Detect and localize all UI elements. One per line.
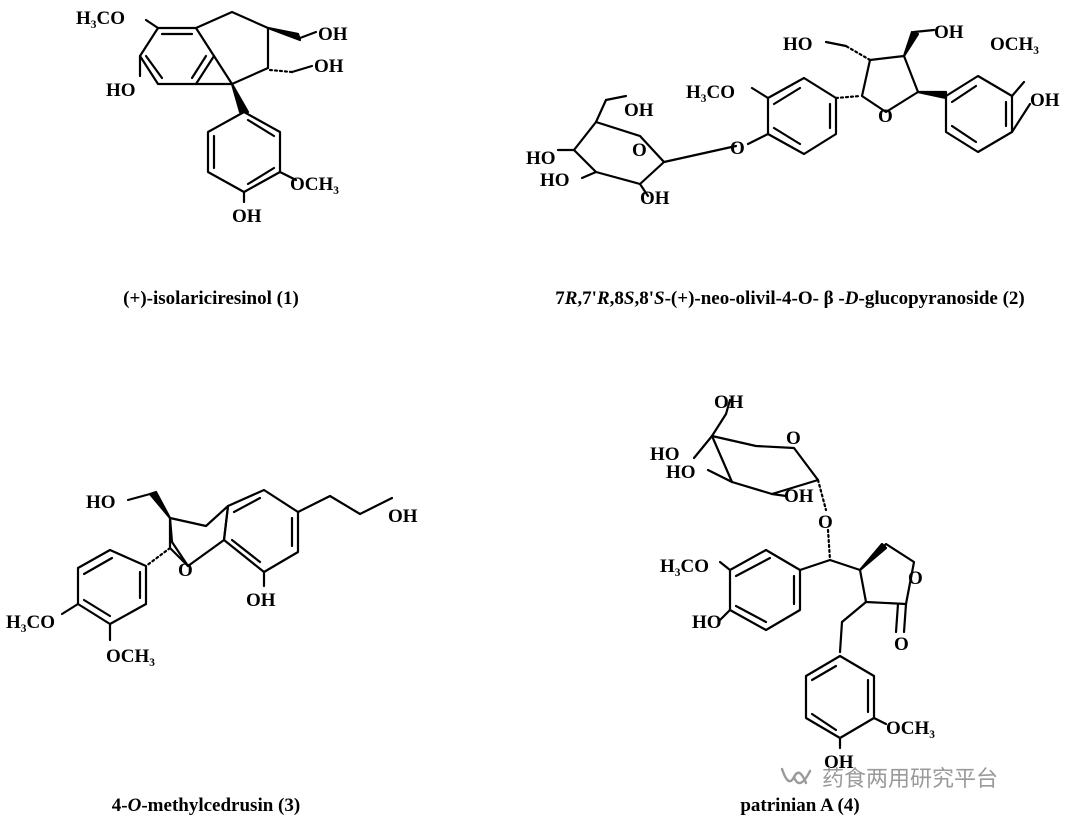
label-oh: OH	[232, 206, 262, 227]
label-ho: HO	[86, 492, 116, 513]
label-ho: HO	[650, 444, 680, 465]
watermark: 药食两用研究平台	[778, 762, 998, 792]
wechat-channel-icon	[780, 767, 812, 785]
label-o: O	[908, 568, 923, 589]
label-oh: OH	[784, 486, 814, 507]
label-oh: OH	[640, 188, 670, 209]
label-oh: OH	[714, 392, 744, 413]
label-oh: OH	[824, 752, 854, 773]
label-oh: OH	[246, 590, 276, 611]
label-o: O	[786, 428, 801, 449]
label-oh: OH	[314, 56, 344, 77]
label-h3co: H₃CO	[686, 82, 735, 103]
label-h3co: H₃CO	[76, 8, 125, 29]
label-o: O	[894, 634, 909, 655]
structure-compound-2	[556, 28, 1032, 198]
label-ho: HO	[692, 612, 722, 633]
label-ho: HO	[526, 148, 556, 169]
label-ho: HO	[540, 170, 570, 191]
label-o: O	[878, 106, 893, 127]
label-och3: OCH₃	[290, 174, 339, 195]
label-ho: HO	[666, 462, 696, 483]
atom-labels: H₃CO HO OH OH OCH₃ OH HO OH OCH₃ OH H₃CO…	[6, 8, 1060, 773]
label-oh: OH	[388, 506, 418, 527]
label-oh: OH	[318, 24, 348, 45]
label-o: O	[818, 512, 833, 533]
watermark-text: 药食两用研究平台	[822, 767, 999, 792]
label-o: O	[730, 138, 745, 159]
label-h3co: H₃CO	[6, 612, 55, 633]
label-och3: OCH₃	[990, 34, 1039, 55]
structure-compound-1	[138, 10, 318, 204]
label-ho: HO	[106, 80, 136, 101]
label-o: O	[178, 560, 193, 581]
caption-compound-4: patrinian A (4)	[740, 795, 860, 816]
label-och3: OCH₃	[886, 718, 935, 739]
label-och3: OCH₃	[106, 646, 155, 667]
label-o: O	[632, 140, 647, 161]
caption-compound-2: 7R,7'R,8S,8'S-(+)-neo-olivil-4-O- β -D-g…	[555, 288, 1025, 309]
caption-compound-1: (+)-isolariciresinol (1)	[123, 288, 299, 309]
label-oh: OH	[934, 22, 964, 43]
caption-compound-3: 4-O-methylcedrusin (3)	[111, 795, 301, 816]
label-oh: OH	[1030, 90, 1060, 111]
structure-compound-4	[692, 398, 916, 750]
label-oh: OH	[624, 100, 654, 121]
label-h3co: H₃CO	[660, 556, 709, 577]
label-ho: HO	[783, 34, 813, 55]
structure-compound-3	[60, 488, 394, 642]
